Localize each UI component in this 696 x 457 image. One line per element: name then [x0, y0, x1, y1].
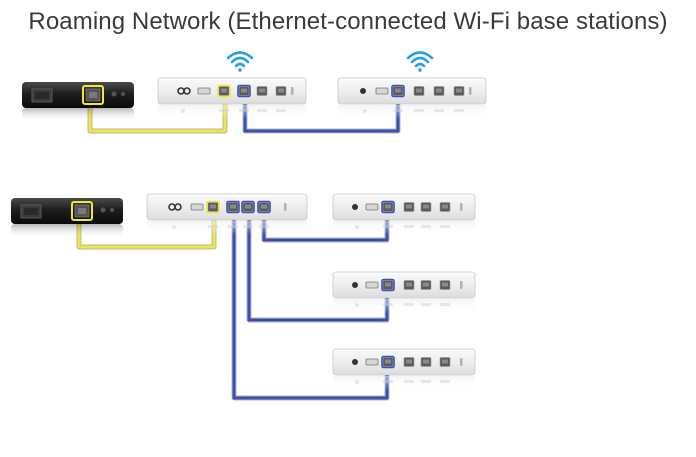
- ethernet-port-icon: [256, 86, 268, 96]
- ethernet-port-icon: [381, 278, 395, 292]
- ethernet-port-icon: [206, 200, 220, 214]
- devices: [11, 51, 487, 390]
- ethernet-port-icon: [420, 357, 432, 367]
- modem-icon: [22, 82, 134, 122]
- ethernet-port-icon: [403, 280, 415, 290]
- ethernet-port-icon: [275, 86, 287, 96]
- wifi-icon: [406, 51, 434, 72]
- ethernet-port-icon: [403, 357, 415, 367]
- ethernet-port-icon: [257, 200, 271, 214]
- diagram-title: Roaming Network (Ethernet-connected Wi-F…: [28, 8, 668, 35]
- ethernet-port-icon: [453, 86, 465, 96]
- ethernet-port-icon: [420, 202, 432, 212]
- ethernet-port-icon: [241, 200, 255, 214]
- ethernet-port-icon: [439, 357, 451, 367]
- base-station-icon: [332, 348, 476, 390]
- ethernet-port-icon: [439, 280, 451, 290]
- base-station-icon: [332, 271, 476, 313]
- ethernet-port-icon: [433, 86, 445, 96]
- ethernet-port-icon: [413, 86, 425, 96]
- wifi-icon: [226, 51, 254, 72]
- base-station-icon: [332, 193, 476, 235]
- ethernet-port-icon: [226, 200, 240, 214]
- base-station-icon: [337, 77, 487, 119]
- ethernet-port-icon: [403, 202, 415, 212]
- ethernet-port-icon: [420, 280, 432, 290]
- ethernet-port-icon: [237, 84, 251, 98]
- ethernet-port-icon: [439, 202, 451, 212]
- modem-icon: [11, 198, 123, 238]
- ethernet-port-icon: [391, 84, 405, 98]
- base-station-icon: [146, 193, 308, 235]
- ethernet-port-icon: [381, 355, 395, 369]
- ethernet-port-icon: [381, 200, 395, 214]
- base-station-icon: [157, 77, 307, 119]
- ethernet-port-icon: [217, 84, 231, 98]
